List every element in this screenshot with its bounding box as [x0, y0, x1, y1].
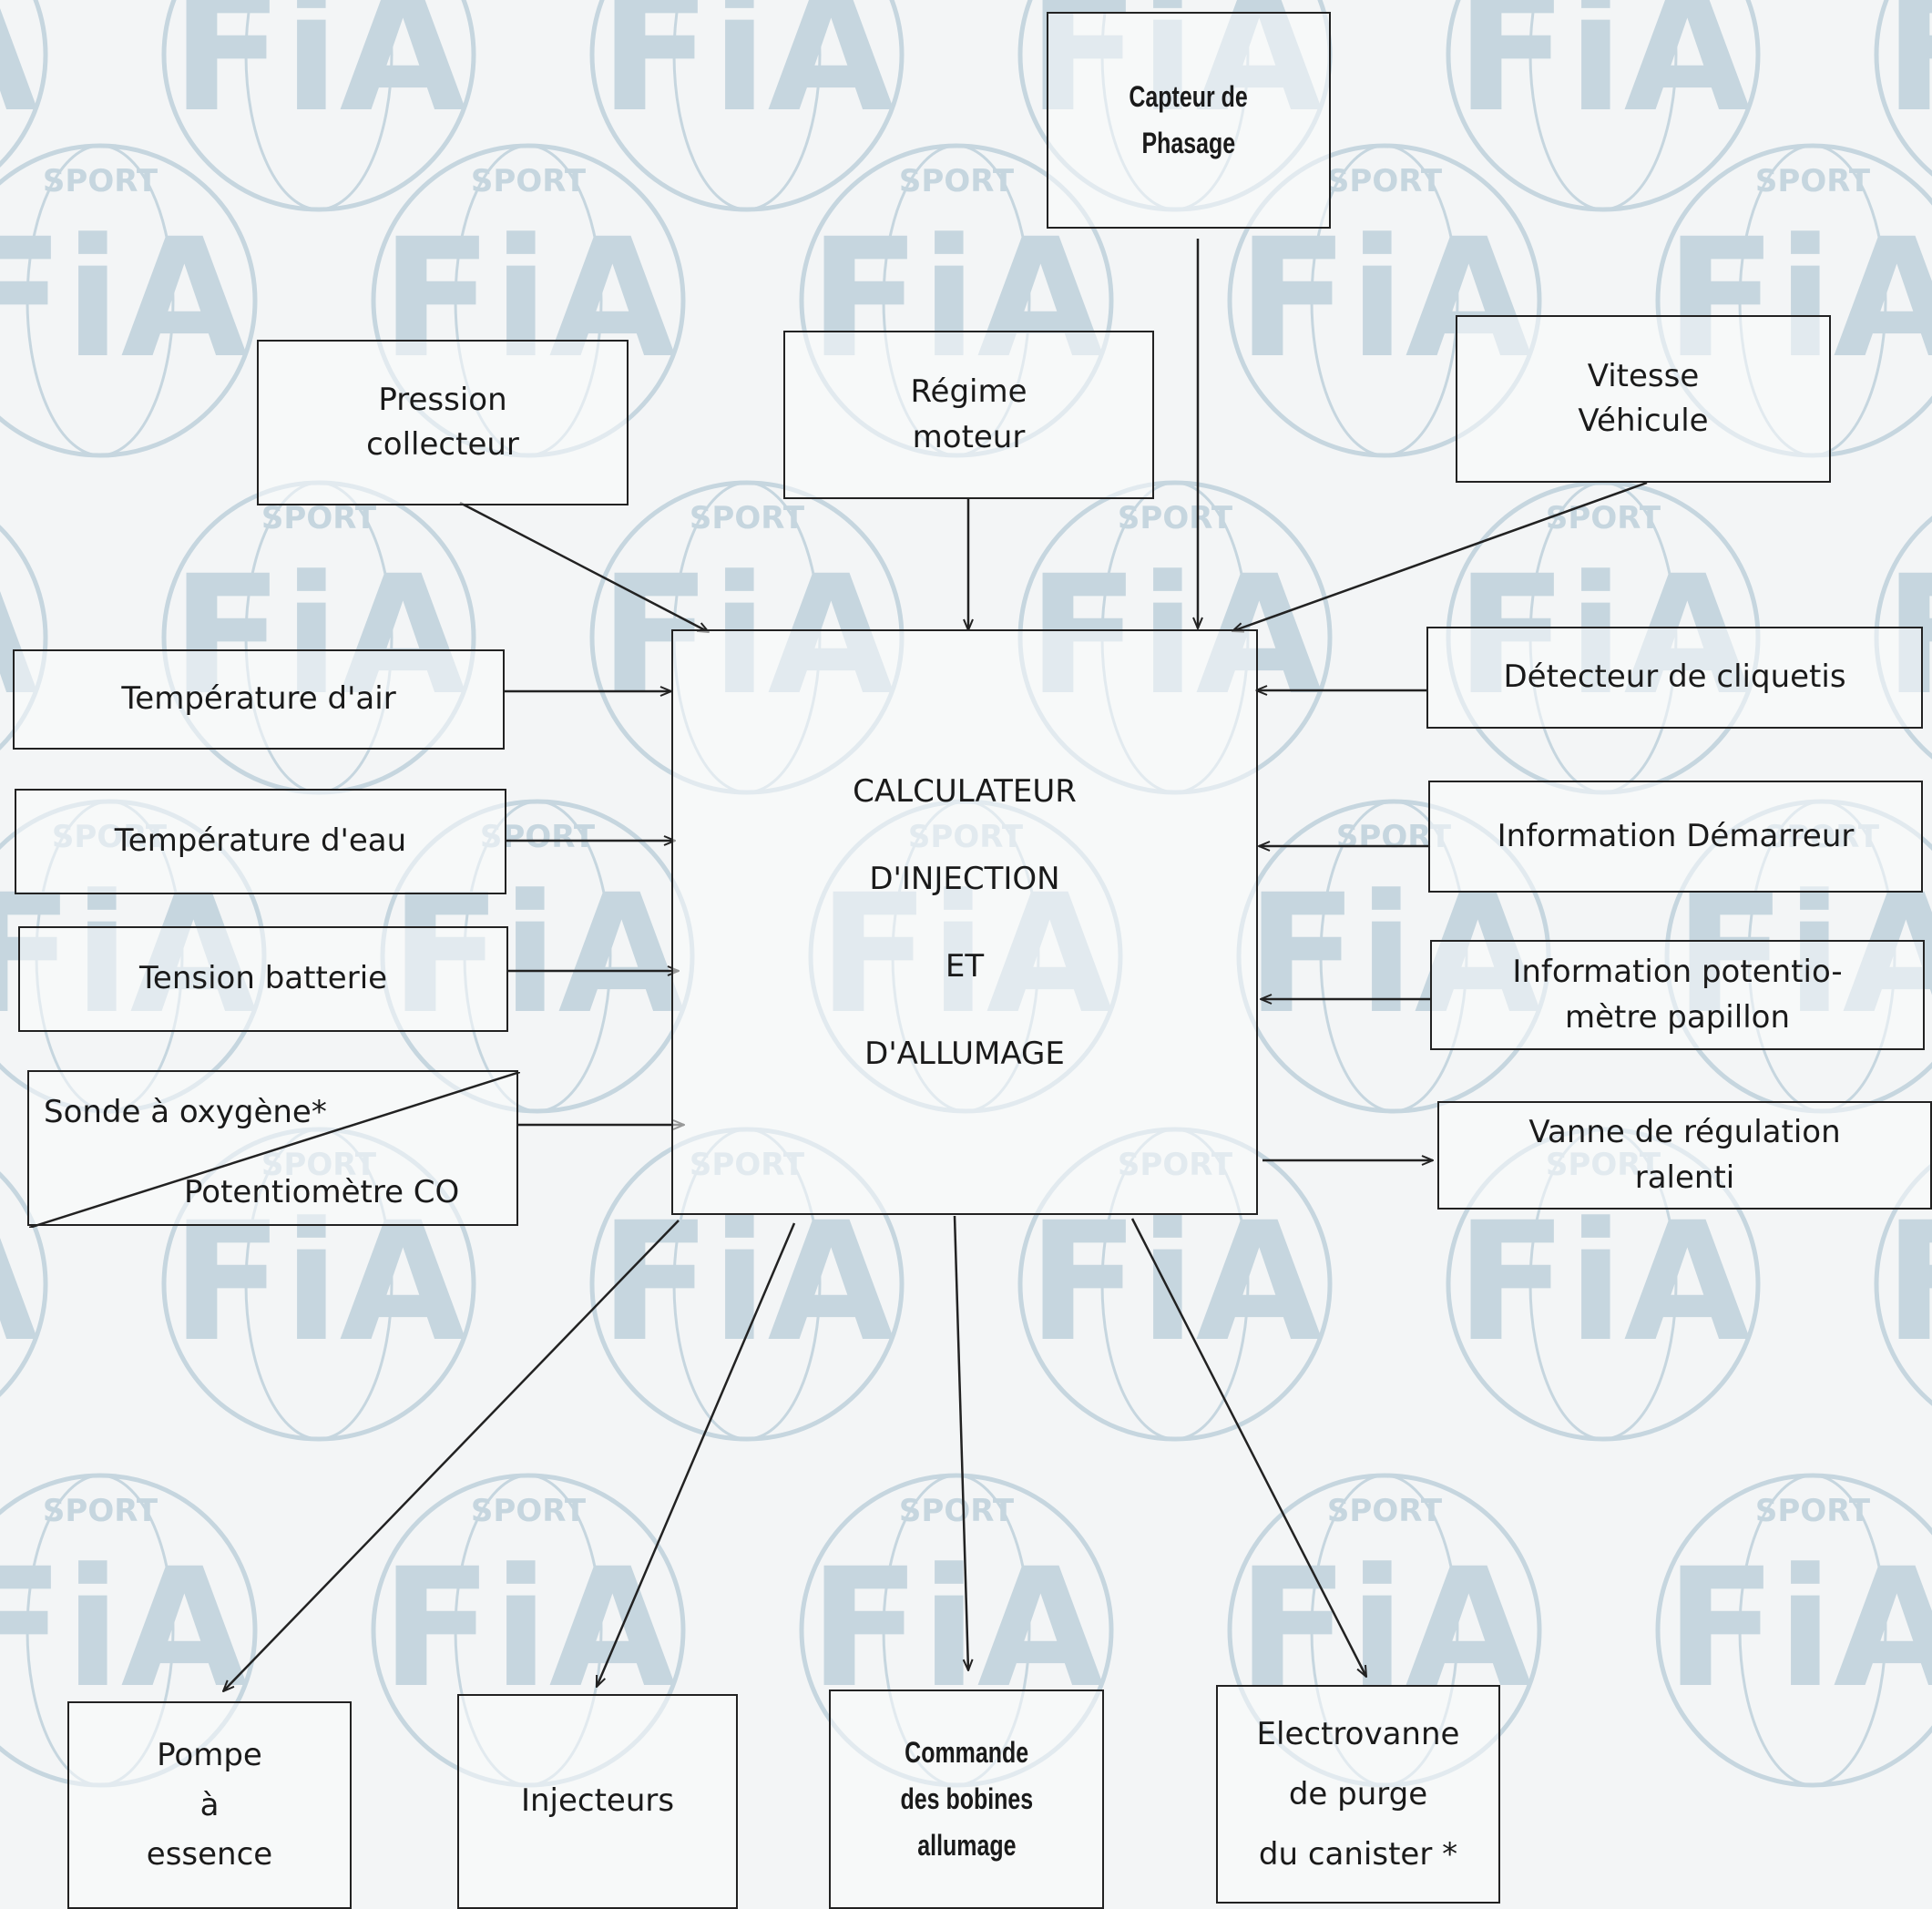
svg-text:FiA: FiA — [171, 0, 466, 148]
electrovanne-line-1: Electrovanne — [1256, 1715, 1460, 1752]
arrow-pompe — [223, 1220, 680, 1691]
bobines-line-1: Commande — [905, 1735, 1028, 1769]
pompe-line-1: Pompe — [157, 1737, 262, 1774]
pression-line-2: collecteur — [366, 426, 519, 463]
svg-text:FiA: FiA — [0, 0, 38, 148]
arrow-vitesse — [1232, 481, 1648, 631]
electrovanne-line-2: de purge — [1288, 1775, 1428, 1812]
svg-text:FiA: FiA — [1884, 1188, 1932, 1378]
vanne-line-1: Vanne de régulation — [1528, 1114, 1841, 1151]
svg-text:SPORT: SPORT — [899, 1493, 1015, 1529]
svg-text:FiA: FiA — [1665, 1534, 1932, 1724]
information-demarreur-box: Information Démarreur — [1428, 781, 1923, 893]
capteur-line-2: Phasage — [1141, 127, 1236, 159]
vitesse-line-1: Vitesse — [1587, 357, 1700, 394]
potentiometre-papillon-box: Information potentio- mètre papillon — [1430, 940, 1925, 1050]
electrovanne-line-3: du canister * — [1258, 1836, 1458, 1873]
temperature-air-box: Température d'air — [13, 649, 505, 750]
bobines-line-3: allumage — [916, 1829, 1017, 1863]
injecteurs-box: Injecteurs — [457, 1694, 738, 1909]
arrow-bobines — [953, 1215, 968, 1670]
regime-moteur-box: Régime moteur — [783, 331, 1154, 499]
svg-text:SPORT: SPORT — [471, 163, 587, 199]
calculateur-line-4: D'ALLUMAGE — [864, 1035, 1065, 1072]
svg-text:SPORT: SPORT — [690, 500, 805, 536]
calculateur-line-3: ET — [945, 947, 985, 985]
svg-text:SPORT: SPORT — [1546, 500, 1661, 536]
calculateur-line-1: CALCULATEUR — [853, 772, 1077, 810]
temperature-eau-box: Température d'eau — [15, 789, 506, 894]
svg-text:FiA: FiA — [0, 1534, 248, 1724]
tension-batterie-label: Tension batterie — [138, 960, 388, 997]
papillon-line-2: mètre papillon — [1564, 998, 1790, 1036]
svg-text:FiA: FiA — [1027, 1188, 1323, 1378]
svg-text:SPORT: SPORT — [43, 163, 158, 199]
temperature-air-label: Température d'air — [121, 680, 396, 718]
tension-batterie-box: Tension batterie — [18, 926, 508, 1032]
pression-collecteur-box: Pression collecteur — [257, 340, 629, 505]
pompe-essence-box: Pompe à essence — [67, 1701, 352, 1909]
injecteurs-label: Injecteurs — [520, 1782, 675, 1820]
vitesse-vehicule-box: Vitesse Véhicule — [1456, 315, 1831, 483]
calculateur-box: CALCULATEUR D'INJECTION ET D'ALLUMAGE — [671, 629, 1258, 1215]
potentiometre-co-label: Potentiomètre CO — [184, 1174, 460, 1210]
capteur-line-1: Capteur de — [1129, 79, 1249, 113]
pression-line-1: Pression — [378, 381, 507, 418]
diagonal-divider — [29, 1072, 520, 1228]
regime-line-1: Régime — [910, 373, 1027, 411]
calculateur-line-2: D'INJECTION — [869, 860, 1060, 897]
regime-line-2: moteur — [912, 418, 1026, 455]
svg-text:SPORT: SPORT — [1327, 163, 1443, 199]
svg-text:FiA: FiA — [0, 204, 248, 394]
detecteur-cliquetis-box: Détecteur de cliquetis — [1426, 627, 1923, 729]
svg-text:FiA: FiA — [599, 1188, 894, 1378]
pompe-line-3: essence — [146, 1836, 273, 1873]
electrovanne-canister-box: Electrovanne de purge du canister * — [1216, 1685, 1500, 1904]
svg-text:SPORT: SPORT — [1327, 1493, 1443, 1529]
svg-text:SPORT: SPORT — [1755, 1493, 1871, 1529]
information-demarreur-label: Information Démarreur — [1497, 817, 1855, 854]
commande-bobines-box: Commande des bobines allumage — [829, 1690, 1104, 1909]
detecteur-cliquetis-label: Détecteur de cliquetis — [1503, 658, 1846, 696]
capteur-phasage-box: Capteur de Phasage — [1047, 12, 1331, 229]
svg-text:FiA: FiA — [1456, 1188, 1751, 1378]
sonde-oxygene-label: Sonde à oxygène* — [44, 1094, 327, 1130]
svg-text:SPORT: SPORT — [43, 1493, 158, 1529]
svg-text:SPORT: SPORT — [471, 1493, 587, 1529]
svg-text:SPORT: SPORT — [1118, 500, 1233, 536]
temperature-eau-label: Température d'eau — [114, 822, 407, 860]
svg-text:SPORT: SPORT — [899, 163, 1015, 199]
arrow-pression — [459, 501, 709, 632]
svg-text:FiA: FiA — [599, 0, 894, 148]
bobines-line-2: des bobines — [900, 1781, 1033, 1815]
pompe-line-2: à — [199, 1786, 220, 1823]
papillon-line-1: Information potentio- — [1512, 954, 1843, 991]
arrow-electrovanne — [1130, 1218, 1366, 1677]
vanne-regulation-box: Vanne de régulation ralenti — [1437, 1101, 1932, 1210]
vitesse-line-2: Véhicule — [1578, 403, 1709, 439]
svg-text:FiA: FiA — [1884, 0, 1932, 148]
sonde-oxygene-box: Sonde à oxygène* Potentiomètre CO — [27, 1070, 520, 1228]
svg-text:FiA: FiA — [381, 1534, 676, 1724]
svg-text:FiA: FiA — [1456, 0, 1751, 148]
vanne-line-2: ralenti — [1634, 1159, 1735, 1196]
arrow-injecteurs — [595, 1222, 796, 1687]
svg-text:SPORT: SPORT — [1755, 163, 1871, 199]
svg-text:SPORT: SPORT — [261, 500, 377, 536]
